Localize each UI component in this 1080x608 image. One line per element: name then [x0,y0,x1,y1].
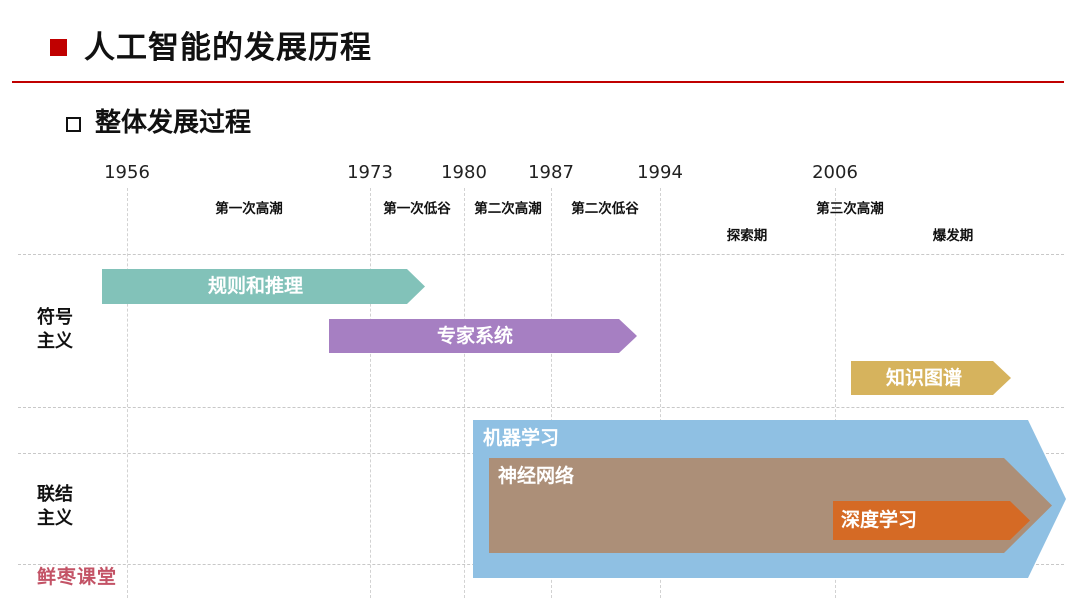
phase-label: 第二次高潮 [474,201,542,217]
arrow-rules-reasoning: 规则和推理 [102,269,425,304]
year-label: 1987 [528,162,574,183]
arrow-label: 专家系统 [437,325,514,347]
gridline-2006 [835,188,836,598]
subphase-label: 爆发期 [932,228,974,244]
section-bullet-icon [66,117,81,132]
row-label-connectionism: 联结 主义 [37,483,73,531]
arrow-deep-learning: 深度学习 [833,501,1030,540]
year-label: 1973 [347,162,393,183]
arrow-label: 知识图谱 [886,367,963,389]
gridline-1956 [127,188,128,598]
phase-label: 第一次高潮 [215,201,283,217]
title-divider [12,81,1064,83]
row-label-line: 联结 [37,484,73,505]
watermark-text: 鲜枣课堂 [37,566,118,588]
row-label-symbolism: 符号 主义 [37,306,73,354]
phase-label: 第二次低谷 [571,201,639,217]
gridline-1987 [551,188,552,598]
row-label-line: 主义 [37,331,73,352]
phase-label: 第一次低谷 [383,201,451,217]
arrow-label: 规则和推理 [208,275,304,297]
row-label-line: 符号 [37,307,73,328]
year-label: 1956 [104,162,150,183]
gridline-1994 [660,188,661,598]
year-label: 1980 [441,162,487,183]
section-title: 整体发展过程 [95,108,252,138]
arrow-label: 深度学习 [841,509,918,531]
row-divider-top [18,254,1064,255]
arrow-knowledge-graph: 知识图谱 [851,361,1011,395]
gridline-1980 [464,188,465,598]
title-marker [50,39,67,56]
row-divider-middle [18,407,1064,408]
page-title: 人工智能的发展历程 [84,30,372,66]
arrow-expert-systems: 专家系统 [329,319,637,353]
row-label-line: 主义 [37,508,73,529]
arrow-label: 神经网络 [498,465,575,487]
year-label: 2006 [812,162,858,183]
subphase-label: 探索期 [726,228,768,244]
phase-label: 第三次高潮 [816,201,884,217]
gridline-1973 [370,188,371,598]
year-label: 1994 [637,162,683,183]
arrow-label: 机器学习 [483,427,560,449]
